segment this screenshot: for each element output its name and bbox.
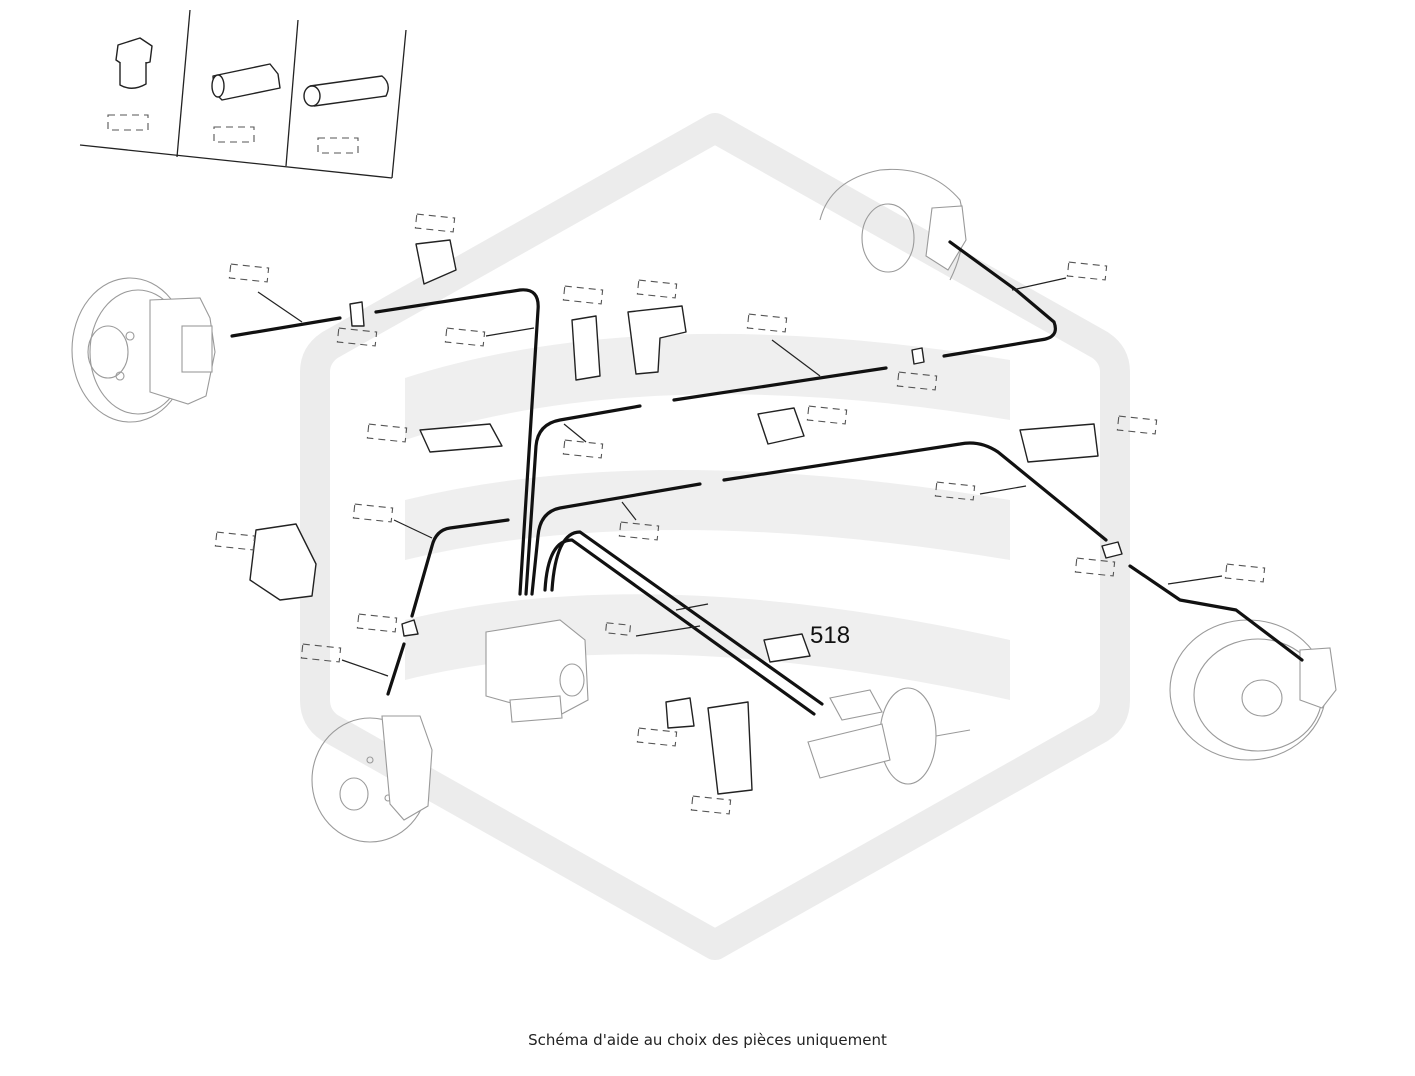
brake-disc-front-left-icon [311,715,433,843]
part-number-label[interactable]: 518 [810,622,850,649]
abs-unit-icon[interactable] [485,619,589,723]
callout-placeholders [214,213,1266,815]
inset-parts-box [79,9,407,179]
leader-lines [257,277,1223,677]
union-nut-icon[interactable] [107,37,153,131]
brake-disc-front-right-icon [1169,619,1337,761]
brake-booster-icon[interactable] [807,687,971,785]
pipe-connector-icon[interactable] [211,63,281,143]
pipe-clip-block-icon[interactable] [249,239,1099,795]
sleeve-icon[interactable] [303,75,389,154]
brake-disc-rear-right-icon [819,168,967,281]
diagram-caption: Schéma d'aide au choix des pièces unique… [528,1031,887,1049]
brake-pipes [230,240,1304,716]
pipe-clip-icon[interactable] [349,301,1123,637]
brake-disc-rear-left-icon [71,277,216,423]
